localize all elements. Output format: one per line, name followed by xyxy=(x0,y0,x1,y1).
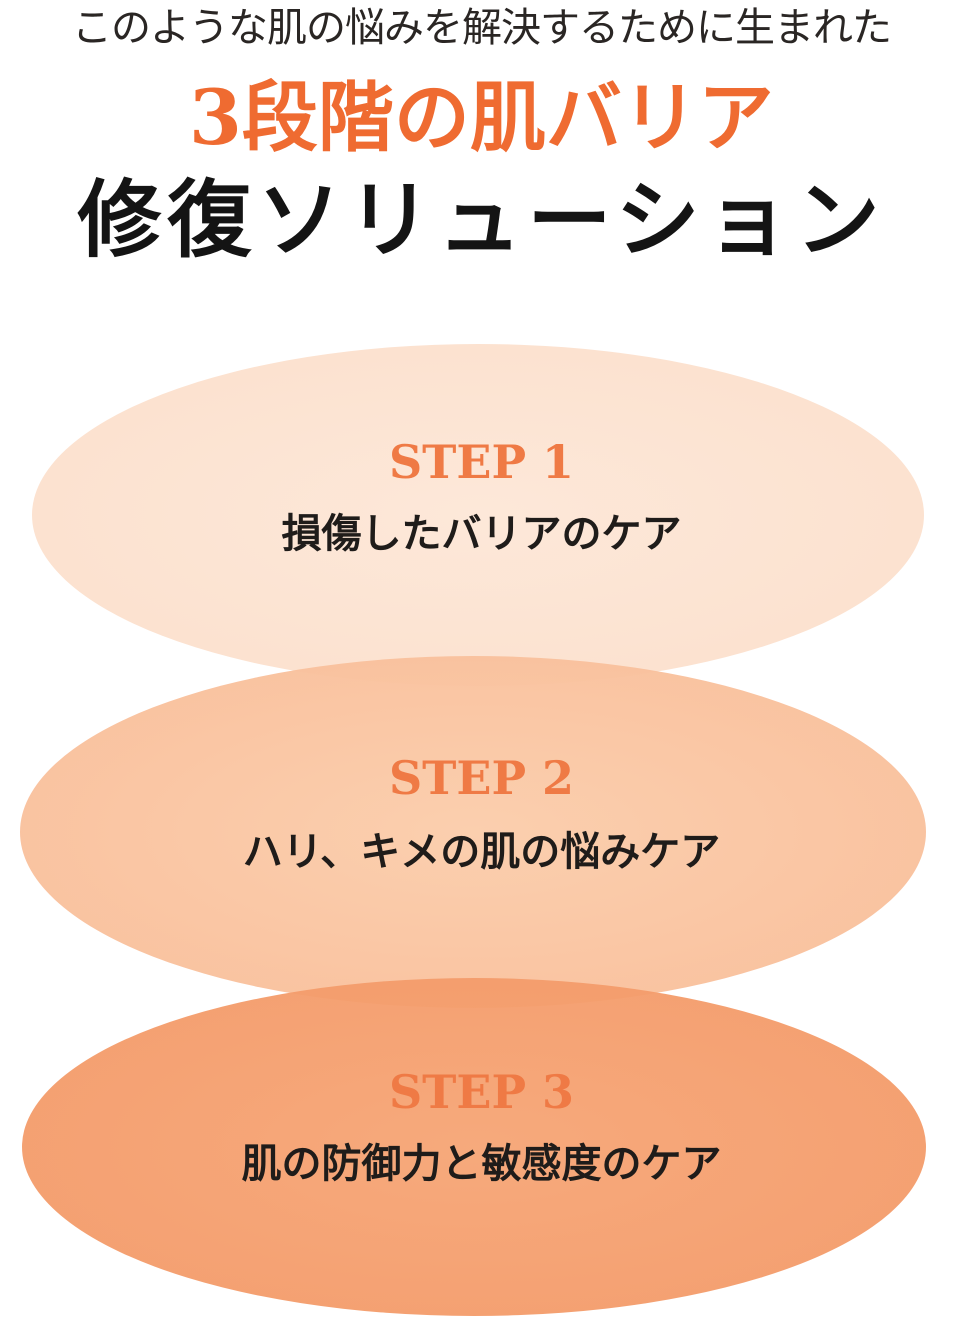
step-2-ellipse xyxy=(20,656,926,1008)
step-1-ellipse xyxy=(32,344,924,686)
step-2-label: STEP 2 xyxy=(388,751,575,805)
step-3-ellipse xyxy=(22,978,926,1316)
step-2-description: ハリ、キメの肌の悩みケア xyxy=(242,828,721,875)
step-3-label: STEP 3 xyxy=(388,1065,575,1119)
step-1-description: 損傷したバリアのケア xyxy=(281,510,682,557)
step-1-label: STEP 1 xyxy=(388,435,575,489)
headline-accent: 3段階の肌バリア xyxy=(189,73,774,162)
intro-text: このような肌の悩みを解決するために生まれた xyxy=(72,5,892,51)
headline-main: 修復ソリューション xyxy=(77,170,886,269)
step-3-description: 肌の防御力と敏感度のケア xyxy=(241,1140,722,1187)
